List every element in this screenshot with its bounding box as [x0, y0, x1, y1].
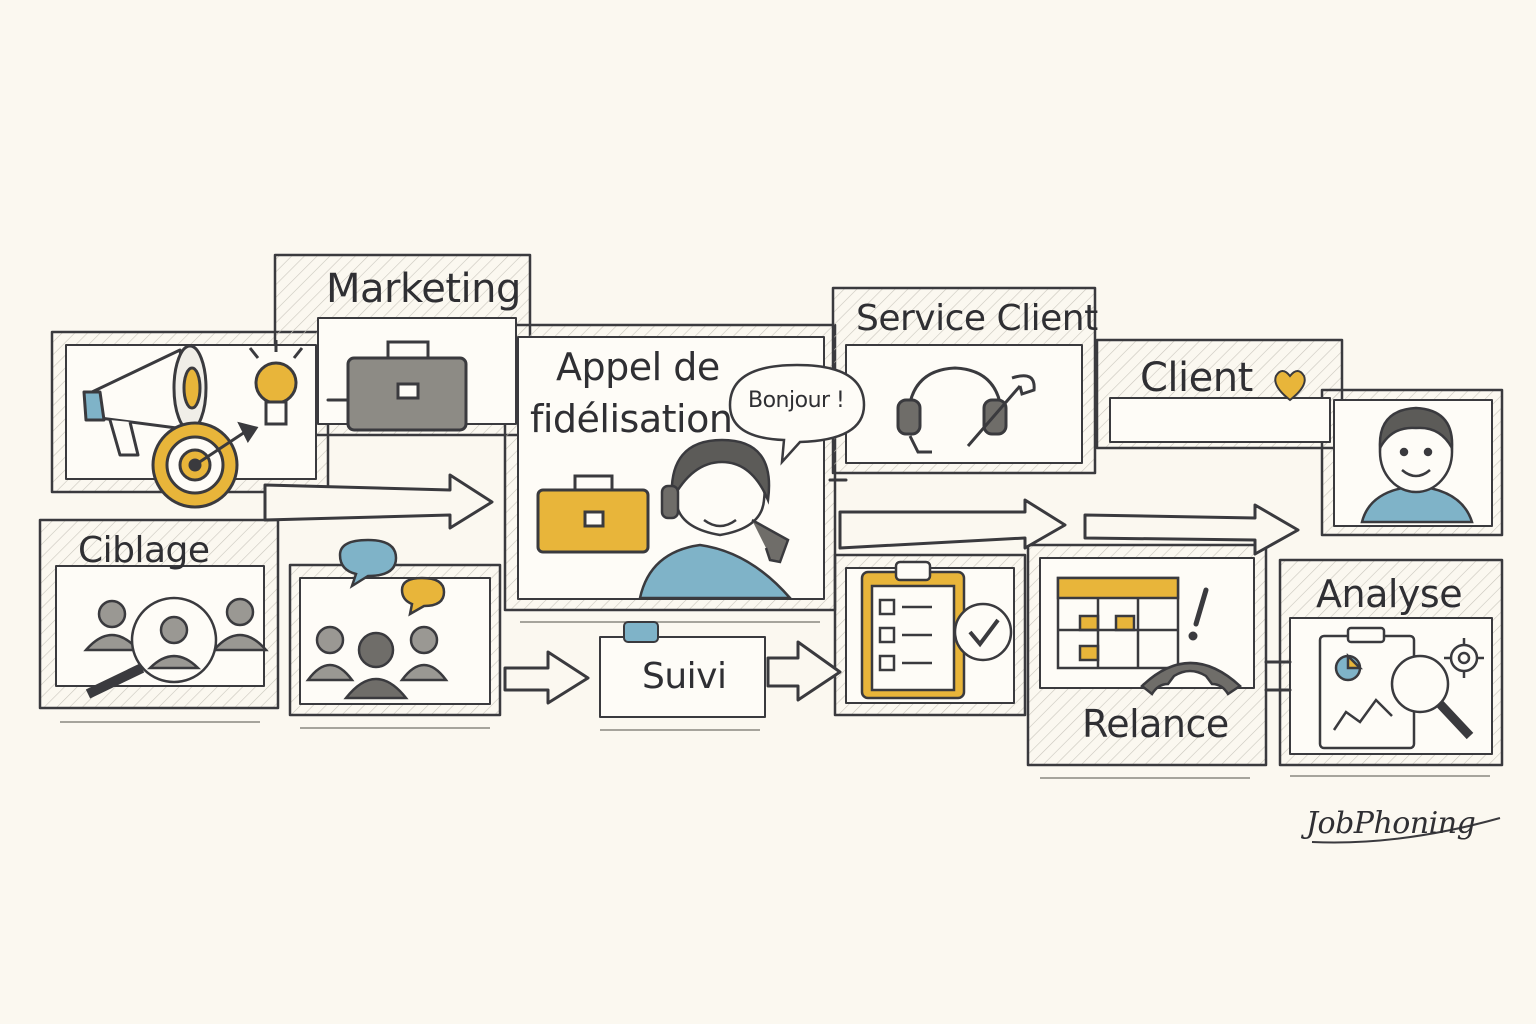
arrow-audience-to-suivi	[503, 650, 590, 705]
briefcase-icon	[346, 340, 468, 432]
megaphone-icon	[82, 344, 208, 457]
heart-icon	[1274, 370, 1306, 402]
label-suivi: Suivi	[642, 656, 727, 697]
label-appel-line2: fidélisation	[530, 397, 733, 441]
calendar-icon	[1056, 576, 1180, 670]
arrow-service-to-client	[1083, 503, 1300, 556]
arrow-suivi-to-checklist	[766, 640, 842, 702]
speech-bubble	[728, 363, 866, 466]
label-service-client: Service Client	[856, 298, 1098, 339]
label-analyse: Analyse	[1316, 572, 1463, 616]
label-relance: Relance	[1082, 702, 1229, 746]
client-avatar-icon	[1360, 406, 1474, 524]
clipboard-checklist-icon	[860, 560, 1013, 700]
report-magnifier-icon	[1318, 626, 1474, 750]
label-ciblage: Ciblage	[78, 530, 210, 571]
call-agent-icon	[638, 438, 793, 600]
lightbulb-icon	[248, 340, 304, 426]
label-appel-line1: Appel de	[556, 345, 720, 389]
exclamation-icon	[1188, 587, 1209, 641]
audience-search-icon	[83, 596, 269, 699]
headset-wrench-icon	[896, 366, 1036, 454]
arrow-marketing-to-appel	[263, 473, 494, 530]
arrow-appel-to-service	[838, 498, 1067, 550]
phone-icon	[1140, 661, 1243, 696]
suivi-box[interactable]	[599, 636, 766, 718]
signature: JobPhoning	[1306, 806, 1476, 841]
gear-icon	[1444, 638, 1484, 678]
bubble-text: Bonjour !	[748, 388, 845, 413]
discussion-group-icon	[305, 538, 449, 700]
tag-icon	[623, 621, 659, 643]
label-client: Client	[1140, 355, 1253, 401]
label-marketing: Marketing	[326, 266, 521, 312]
target-icon	[151, 421, 259, 509]
yellow-briefcase-icon	[536, 474, 650, 554]
